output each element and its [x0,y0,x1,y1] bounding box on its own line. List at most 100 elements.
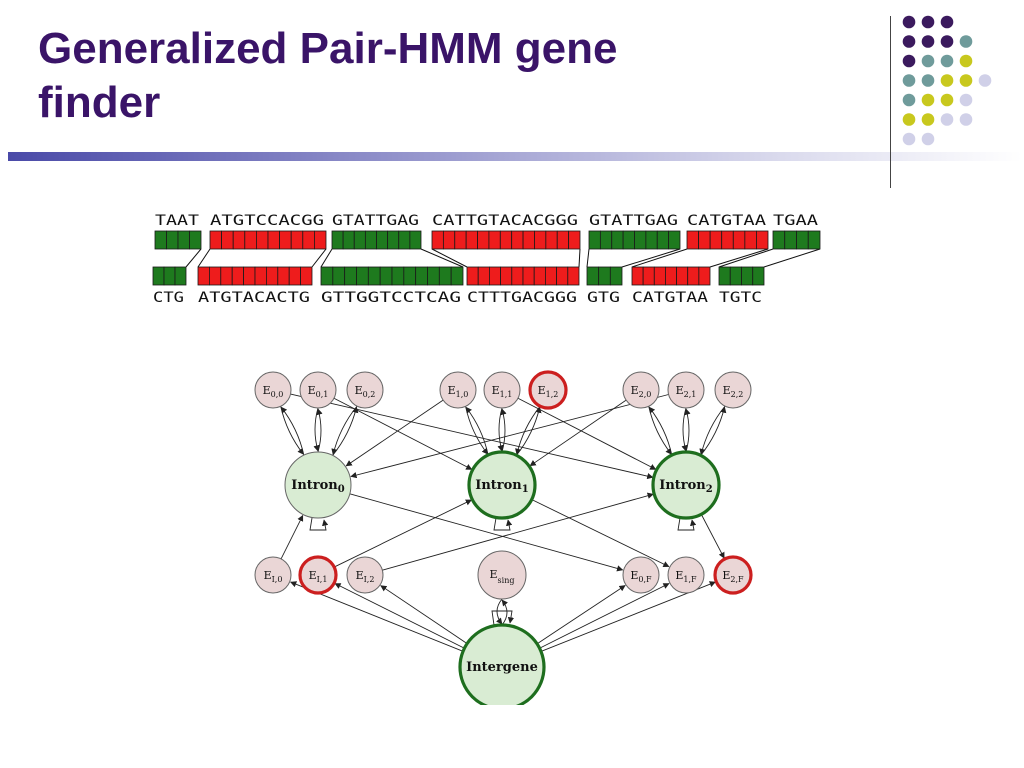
state-label: Intron0 [291,478,345,495]
transition-arrow [531,499,670,568]
alignment-connector [311,248,327,268]
transition-arrow [495,598,503,625]
transition-arrow [648,406,672,455]
transition-arrow [280,406,305,456]
hmm-state-e22: E2,2 [714,371,752,409]
transition-arrow [497,407,504,452]
top-exon-box [499,230,513,250]
hmm-state-i2: Intron2 [651,450,721,520]
top-exon-box [267,230,281,250]
transition-arrow [316,408,323,453]
vertical-divider [890,16,891,188]
decorative-dot [921,35,935,48]
bottom-exon-box [631,266,644,286]
state-label: E0,2 [355,384,376,399]
decorative-dot [921,74,935,87]
transition-arrow [536,585,626,645]
transition-arrow [280,514,304,560]
bottom-intron-box [356,266,369,286]
transition-arrow [516,406,542,456]
hmm-state-e2f: E2,F [713,555,753,595]
decorative-dot [902,132,916,146]
transition-arrow [699,405,726,456]
bottom-exon-box [556,266,569,286]
bottom-intron-box [163,266,176,286]
top-exon-box [454,230,467,250]
hmm-state-ei1: EI,1 [298,555,338,595]
hmm-state-e21: E2,1 [667,371,705,409]
alignment-connector [709,248,769,268]
decorative-dot [902,74,916,87]
top-exon-box [279,230,292,250]
alignment-connector [197,248,211,268]
state-label: E0,0 [263,384,284,399]
slide-title-line2: finder [38,78,161,127]
hmm-state-e00: E0,0 [254,371,292,409]
bottom-exon-box [488,266,501,286]
top-exon-box [732,230,746,250]
bottom-intron-box [344,266,357,286]
bottom-intron-box [729,266,742,286]
alignment-connector [631,248,688,268]
bottom-intron-box [332,266,346,286]
top-intron-box [784,230,797,250]
alignment-connector [586,248,590,268]
state-label: Esing [490,568,515,585]
hmm-state-es: Esing [477,550,527,600]
top-exon-box [442,230,456,250]
bottom-exon-box [231,266,244,286]
bottom-exon-box [277,266,290,286]
top-exon-box [488,230,501,250]
bottom-intron-box [598,266,611,286]
bottom-exon-box [477,266,490,286]
slide-title-line1: Generalized Pair-HMM gene [38,24,618,73]
hmm-state-e1f: E1,F [667,556,705,594]
top-exon-box [709,230,723,250]
top-intron-box [634,230,647,250]
transition-arrow [345,399,444,467]
hmm-state-e12: E1,2 [528,370,568,410]
transition-arrow [280,406,304,455]
bottom-exon-box [209,266,222,286]
alignment-connector [185,248,202,268]
top-intron-box [364,230,377,250]
bottom-intron-box [403,266,417,286]
top-intron-box [796,230,809,250]
bottom-intron-box [718,266,731,286]
bottom-exon-box [533,266,546,286]
transition-arrow [529,399,627,467]
bottom-sequence-label: TGTC [719,290,762,305]
decorative-dot [959,35,973,48]
hmm-state-ei0: EI,0 [254,556,292,594]
alignment-connector [718,248,774,268]
decorative-dot [921,54,935,68]
bottom-exon-box [567,266,580,286]
decorative-dot [959,93,973,107]
bottom-sequence-label: CTG [153,290,184,305]
decorative-dot [959,74,973,87]
transition-arrow [540,581,716,652]
bottom-intron-box [450,266,464,286]
transition-arrow [517,397,657,470]
top-exon-box [465,230,478,250]
bottom-intron-box [427,266,440,286]
top-intron-box [376,230,389,250]
top-intron-box [387,230,400,250]
transition-arrow [290,393,654,480]
state-label: Intron1 [475,478,528,495]
top-sequence-label: GTATTGAG [589,213,678,229]
hmm-state-e11: E1,1 [483,371,521,409]
transition-arrow [648,406,673,456]
top-intron-box [668,230,681,250]
top-exon-box [756,230,769,250]
bottom-intron-box [741,266,754,286]
transition-arrow [333,397,473,470]
top-intron-box [331,230,344,250]
bottom-exon-box [676,266,689,286]
top-sequence-label: CATGTAA [687,213,767,229]
top-intron-box [409,230,422,250]
top-exon-box [290,230,304,250]
slide-title: Generalized Pair-HMM gene finder [38,22,838,130]
